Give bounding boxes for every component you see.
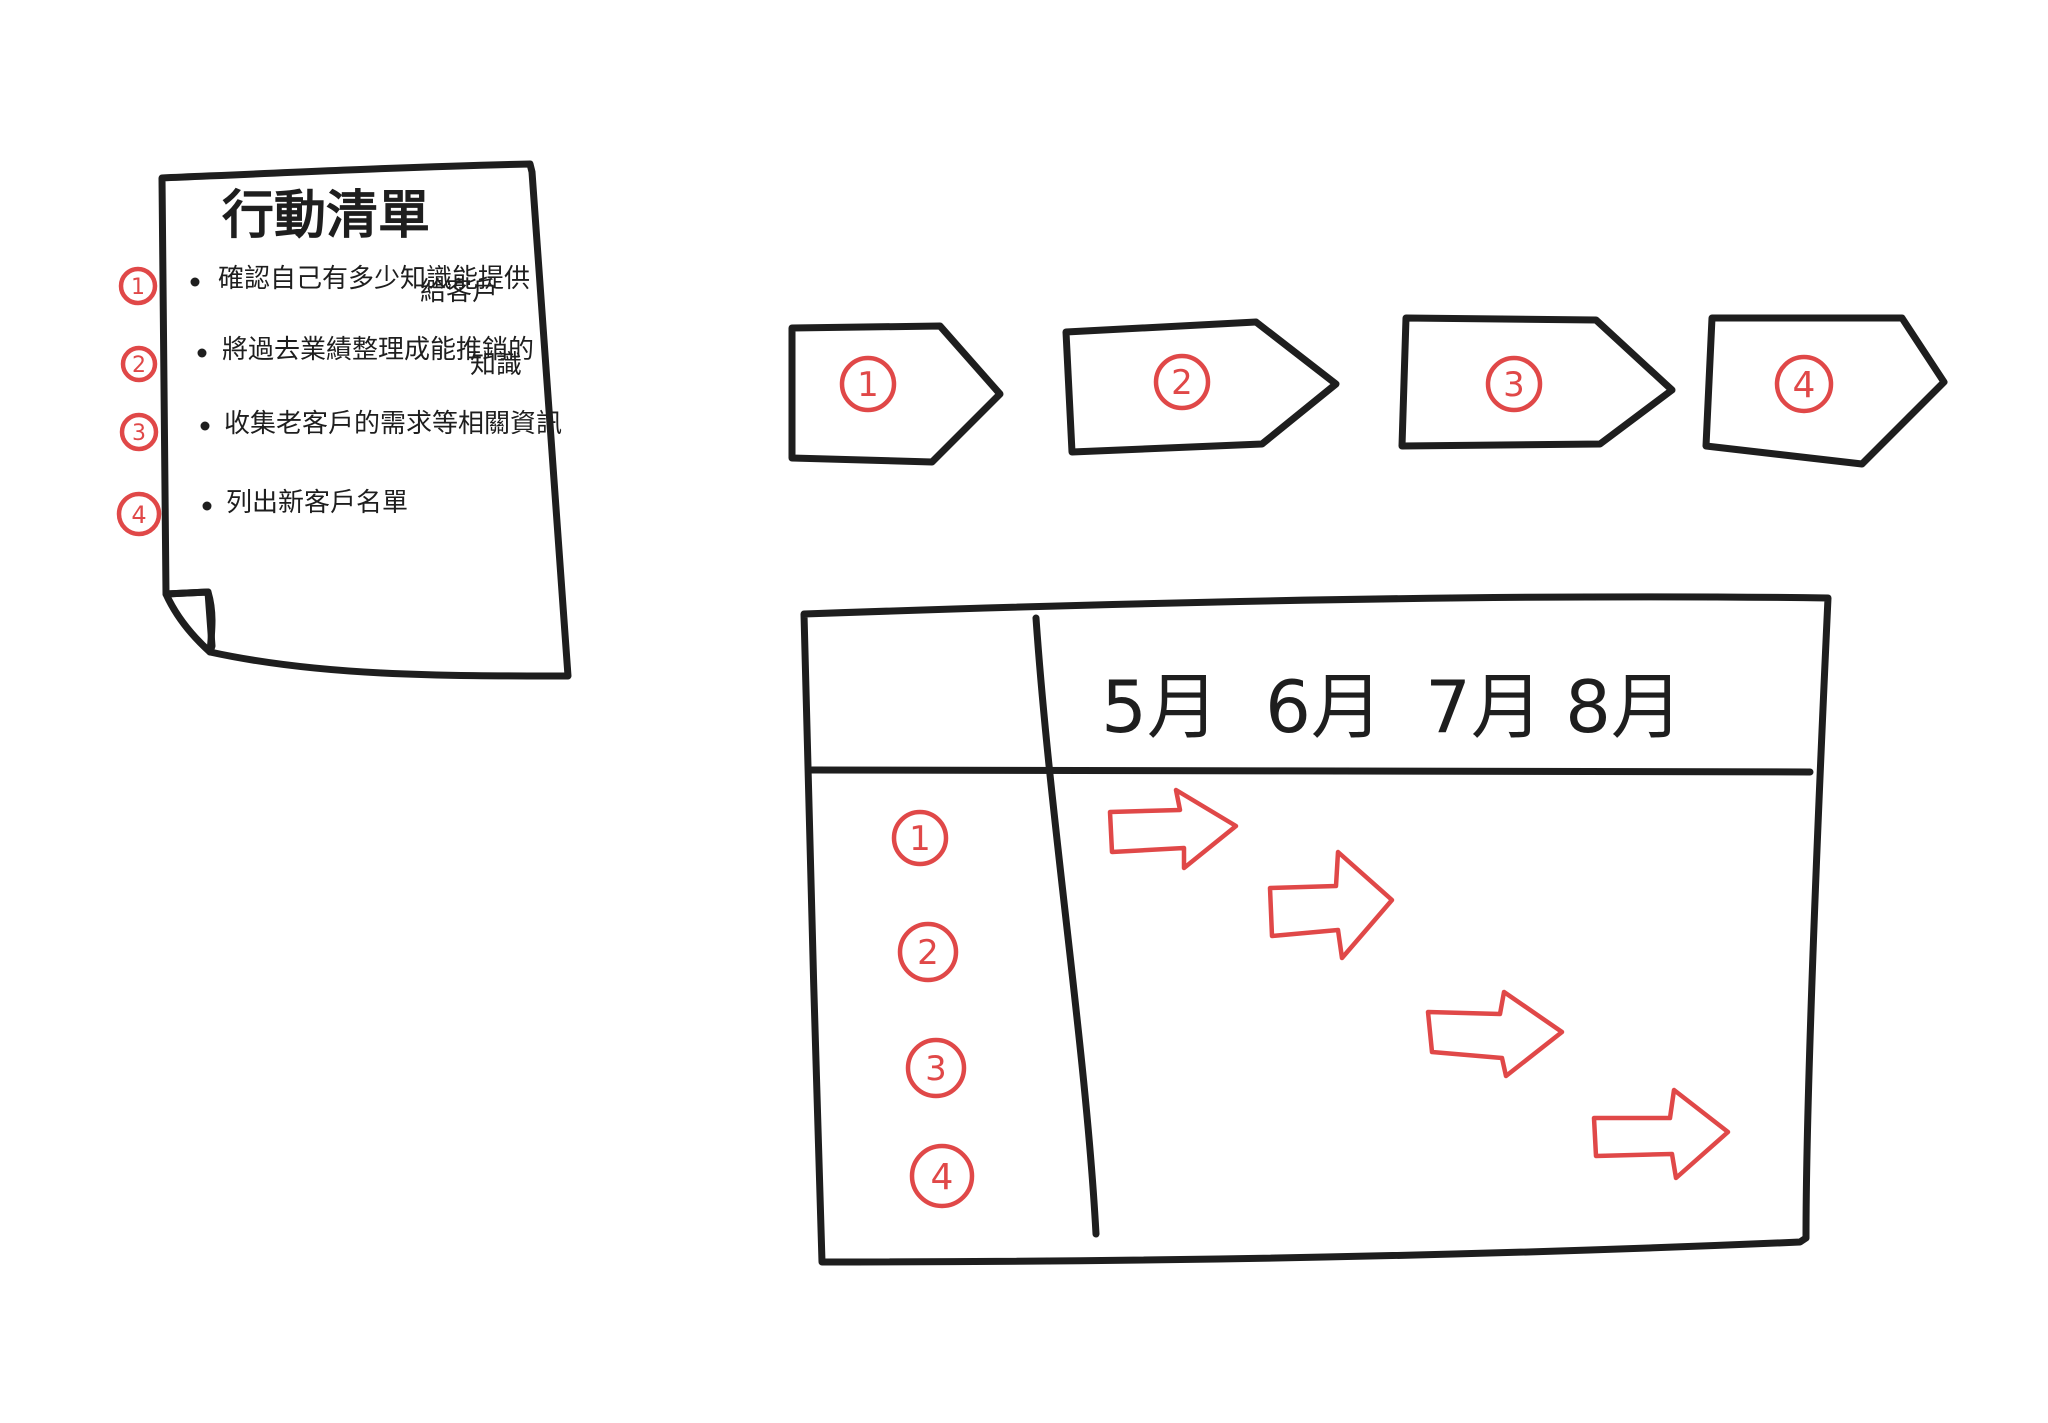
- table-column-divider: [1032, 614, 1100, 1238]
- step-pentagon-shape: [1398, 314, 1676, 450]
- row-label-circle: [897, 921, 959, 983]
- item-marker-number: 2: [132, 353, 146, 378]
- action-list-document: 行動清單 1 確認自己有多少知識能提供 給客戶 2 將過去業績整理成能推銷的 知…: [116, 160, 572, 680]
- bullet-dot: [190, 277, 200, 287]
- bullet-dot: [200, 421, 210, 431]
- table-header-divider: [808, 766, 1814, 776]
- table-outline: [800, 593, 1832, 1266]
- process-flow: 1 2 3 4: [788, 314, 1948, 468]
- step-number-circle: [1774, 354, 1834, 414]
- item-marker-circle: [118, 266, 158, 306]
- row-label-circle: [905, 1037, 967, 1099]
- row-label-circle: [891, 809, 949, 867]
- timeline-arrow-icon: [1591, 1087, 1731, 1181]
- action-item: 1 確認自己有多少知識能提供 給客戶: [118, 264, 530, 307]
- action-item-text: 將過去業績整理成能推銷的: [222, 335, 534, 365]
- step-number: 3: [1503, 365, 1525, 405]
- document-folded-corner: [162, 588, 216, 656]
- timeline-arrow-icon: [1267, 849, 1395, 961]
- month-header-june: 6月: [1265, 665, 1383, 749]
- action-item: 4 列出新客戶名單: [116, 488, 408, 537]
- schedule-row-labels: 1 2 3 4: [891, 809, 975, 1209]
- step-number-circle: [1485, 355, 1543, 413]
- item-marker-number: 1: [131, 275, 145, 300]
- row-label: 2: [917, 933, 939, 973]
- step-pentagon-shape: [1702, 314, 1948, 468]
- month-header-row: 5月 6月 7月 8月: [1101, 665, 1683, 749]
- item-marker-circle: [120, 345, 158, 383]
- row-label: 4: [931, 1157, 954, 1198]
- item-marker-circle: [116, 491, 162, 537]
- action-item: 2 將過去業績整理成能推銷的 知識: [120, 335, 534, 383]
- month-header-august: 8月: [1565, 665, 1683, 749]
- schedule-arrows: [1107, 787, 1731, 1181]
- row-label: 1: [909, 819, 931, 859]
- action-item-text: 收集老客戶的需求等相關資訊: [224, 409, 562, 439]
- step-pentagon-shape: [1062, 318, 1340, 456]
- step-number-circle: [1153, 353, 1211, 411]
- row-label-circle: [909, 1143, 975, 1209]
- item-marker-circle: [119, 412, 159, 452]
- action-item-text: 確認自己有多少知識能提供: [218, 264, 530, 294]
- step-number: 4: [1793, 365, 1816, 406]
- action-list-title: 行動清單: [222, 186, 430, 246]
- step-number-circle: [839, 355, 897, 413]
- document-outline: [158, 160, 572, 680]
- action-item-text: 列出新客戶名單: [226, 488, 408, 518]
- schedule-table: 5月 6月 7月 8月 1 2 3 4: [800, 593, 1832, 1266]
- item-marker-number: 3: [132, 421, 146, 446]
- action-item-text-continued: 給客戶: [420, 277, 498, 307]
- step-number: 1: [857, 365, 879, 405]
- step-number: 2: [1171, 363, 1193, 403]
- month-header-july: 7月: [1425, 665, 1543, 749]
- row-label: 3: [925, 1049, 947, 1089]
- bullet-dot: [197, 348, 207, 358]
- bullet-dot: [202, 501, 212, 511]
- process-step: 4: [1702, 314, 1948, 468]
- month-header-may: 5月: [1101, 665, 1219, 749]
- timeline-arrow-icon: [1425, 989, 1565, 1079]
- action-item: 3 收集老客戶的需求等相關資訊: [119, 409, 562, 452]
- step-pentagon-shape: [788, 322, 1004, 466]
- timeline-arrow-icon: [1107, 787, 1239, 871]
- item-marker-number: 4: [131, 501, 146, 529]
- process-step: 1: [788, 322, 1004, 466]
- process-step: 2: [1062, 318, 1340, 456]
- action-item-text-continued: 知識: [470, 350, 522, 380]
- process-step: 3: [1398, 314, 1676, 450]
